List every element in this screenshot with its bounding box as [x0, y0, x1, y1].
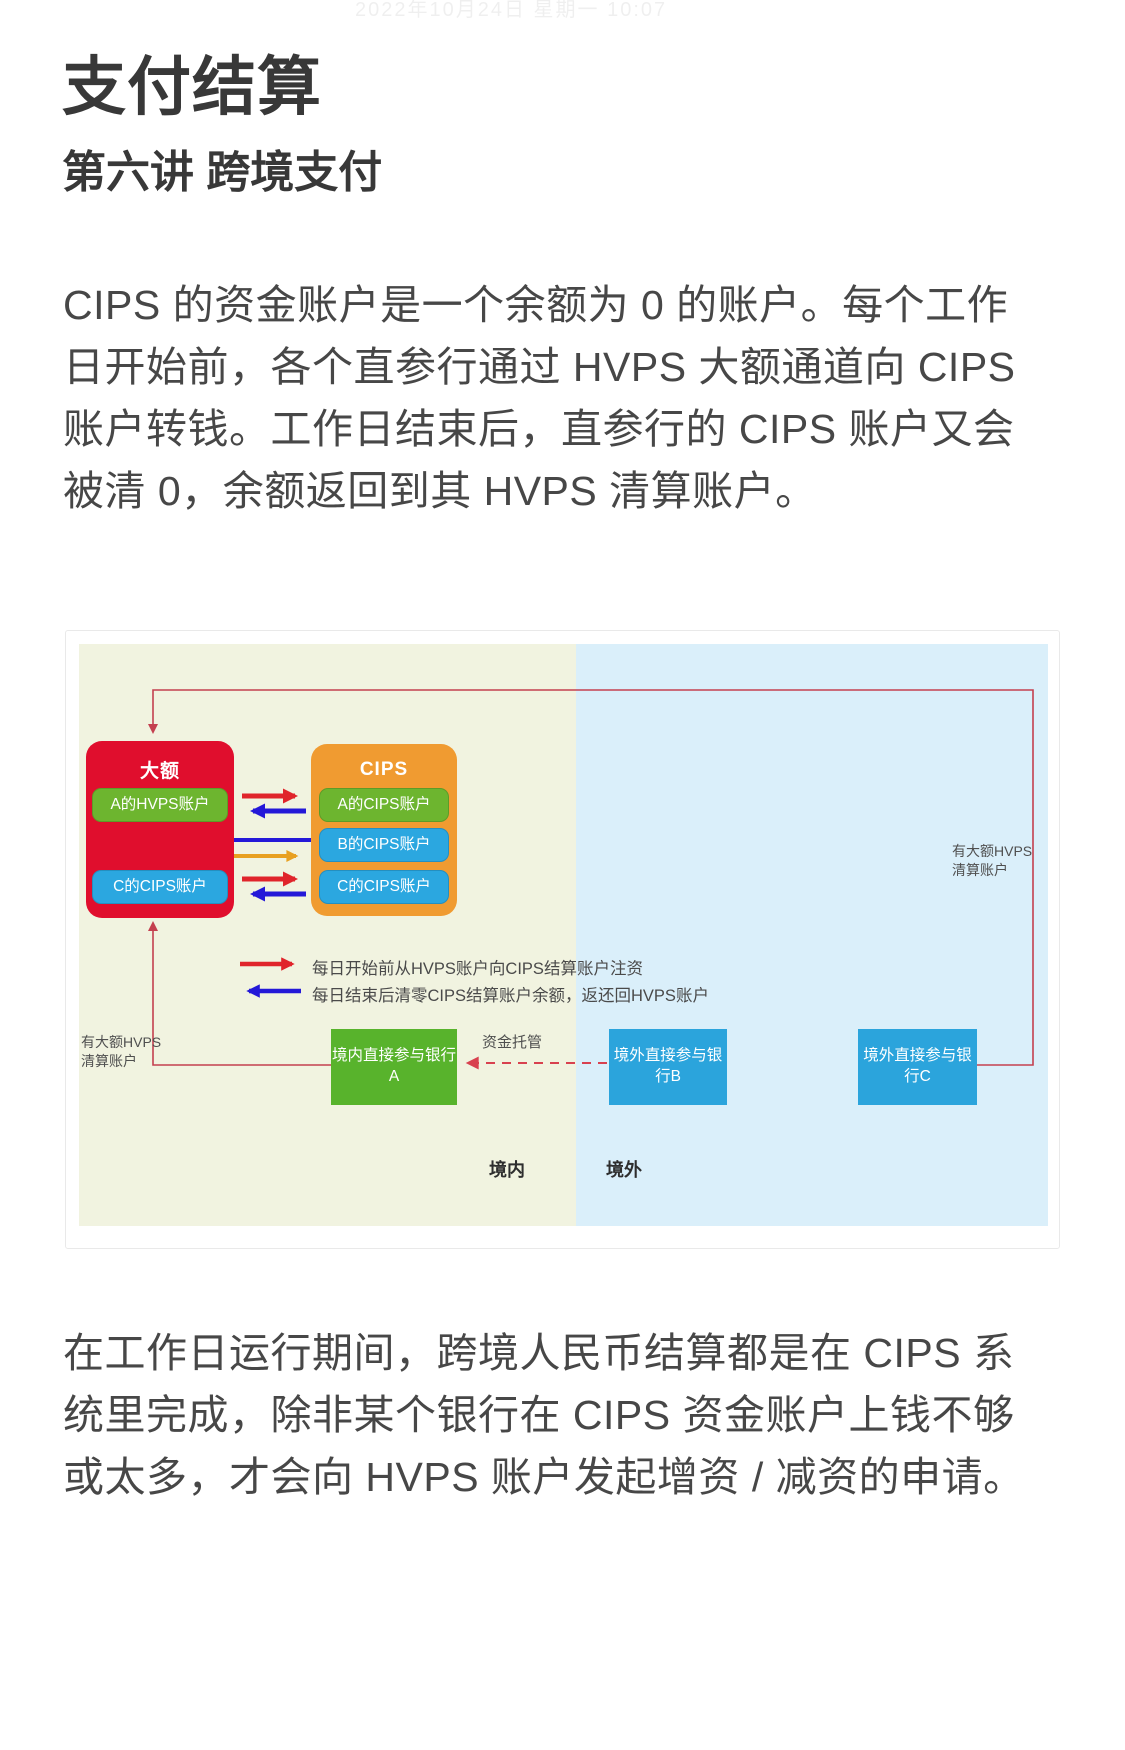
intro-paragraph: CIPS 的资金账户是一个余额为 0 的账户。每个工作 日开始前，各个直参行通过…	[63, 282, 1016, 514]
account-c-cips-in-hvps: C的CIPS账户	[92, 870, 228, 904]
diagram-arrows	[148, 689, 1034, 1070]
domestic-bank-a: 境内直接参与银行A	[331, 1029, 457, 1105]
hvps-account-note-right: 有大额HVPS 清算账户	[952, 843, 1033, 878]
overseas-bank-c: 境外直接参与银行C	[858, 1029, 977, 1105]
domestic-region-label: 境内	[489, 1160, 525, 1180]
hvps-system-box: 大额 A的HVPS账户 C的CIPS账户	[86, 741, 234, 918]
overseas-bank-b: 境外直接参与银行B	[609, 1029, 727, 1105]
lecture-subtitle: 第六讲 跨境支付	[62, 148, 383, 197]
account-b-cips: B的CIPS账户	[319, 828, 449, 862]
account-a-cips: A的CIPS账户	[319, 788, 449, 822]
overseas-bankC-hvps-loop-line	[148, 689, 1034, 1066]
cips-box-title: CIPS	[359, 759, 409, 780]
hvps-box-title: 大额	[139, 761, 180, 782]
page-title: 支付结算	[62, 51, 322, 123]
hvps-account-note-left: 有大额HVPS 清算账户	[81, 1034, 162, 1069]
account-a-hvps: A的HVPS账户	[92, 788, 228, 822]
domestic-bankA-hvps-line	[148, 921, 331, 1066]
legend-inject-label: 每日开始前从HVPS账户向CIPS结算账户注资	[312, 960, 643, 978]
diagram-canvas: 大额 A的HVPS账户 C的CIPS账户 CIPS A的CIPS账户 B的CIP…	[79, 644, 1048, 1226]
legend-return-label: 每日结束后清零CIPS结算账户余额，返还回HVPS账户	[312, 987, 709, 1005]
overseas-region-bg	[576, 644, 1048, 1226]
cips-system-box: CIPS A的CIPS账户 B的CIPS账户 C的CIPS账户	[311, 744, 457, 916]
account-c-cips: C的CIPS账户	[319, 870, 449, 904]
diagram-card: 大额 A的HVPS账户 C的CIPS账户 CIPS A的CIPS账户 B的CIP…	[65, 630, 1060, 1249]
top-watermark: 2022年10月24日 星期一 10:07	[355, 0, 668, 21]
overseas-region-label: 境外	[606, 1160, 642, 1180]
outro-paragraph: 在工作日运行期间，跨境人民币结算都是在 CIPS 系 统里完成，除非某个银行在 …	[63, 1330, 1025, 1500]
custody-label: 资金托管	[481, 1034, 542, 1051]
